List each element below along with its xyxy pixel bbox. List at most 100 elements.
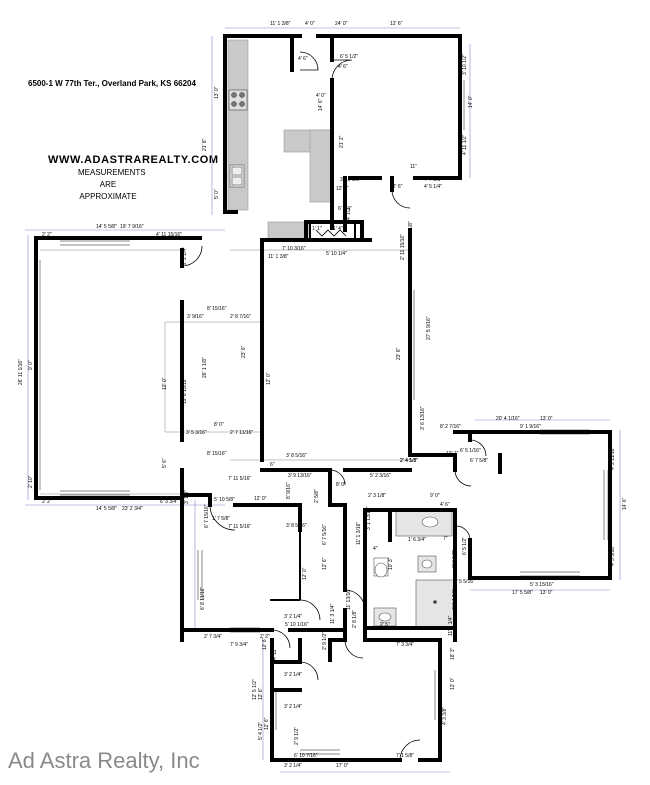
dim-label: 10' 3" — [388, 557, 394, 570]
dim-label: 9' 0" — [28, 360, 34, 370]
dim-label: 2' 3 5/8" — [452, 550, 458, 568]
dim-label: 3' 10 1/2" — [462, 54, 468, 75]
dim-label: 4' 2 11/16" — [610, 447, 616, 470]
dim-label: 2' 4 5/8" — [400, 458, 418, 464]
dim-label: 2' 11 15/16" — [400, 234, 406, 260]
dim-label: 6' 5 1/16" — [452, 589, 458, 610]
dim-label: 12' 6" — [258, 687, 264, 700]
dim-label: 8' 9/16" — [286, 482, 292, 499]
dim-label: 5' 0" — [214, 189, 220, 199]
dim-label: 14' 0" — [468, 95, 474, 108]
dim-label: 21' 2" — [339, 135, 345, 148]
dim-label: 7' 3 3/4" — [396, 642, 414, 648]
dim-label: 20' 4 1/16" — [496, 416, 520, 422]
dim-label: 7' 11 5/16" — [228, 524, 251, 530]
dim-label: 6' 7 5/8" — [470, 458, 488, 464]
dim-label: 3' 5 3/16" — [186, 430, 207, 436]
dim-label: 2' 3 1/8" — [368, 493, 386, 499]
dim-label: 14' 6" — [318, 98, 324, 111]
dim-label: 6' 7 5/16" — [322, 524, 328, 545]
dim-label: 7' 10 3/16" — [282, 246, 306, 252]
dim-label: 11' 13/16" — [346, 588, 352, 610]
dim-label: 4' 6" — [298, 56, 308, 62]
dim-label: 5' 10 1/4" — [326, 251, 347, 257]
dimension-labels: 11' 1 3/8" 4' 0" 24' 0" 12' 6" 21' 8" 13… — [18, 21, 628, 769]
dim-label: 14' 5 5/8" — [96, 224, 117, 230]
dim-label: 12' 0" — [302, 567, 308, 580]
dim-label: 6' 3 3/4" — [160, 499, 178, 505]
dim-label: 6' 1/4" — [338, 206, 352, 212]
dim-label: 8' 0" — [336, 482, 346, 488]
dim-label: 3' 9/16" — [187, 314, 204, 320]
dim-label: 11' 1 1/4" — [448, 615, 454, 636]
dim-label: 17' 0" — [336, 763, 349, 769]
dim-label: 2' 2" — [42, 232, 52, 238]
dim-label: 1' 7 5/8" — [212, 516, 230, 522]
dim-label: 12' 0" — [266, 372, 272, 385]
dim-label: 5' 10 1/16" — [285, 622, 309, 628]
dim-label: 11' 3 1/4" — [330, 603, 336, 624]
dim-label: 12' 6" — [262, 637, 268, 650]
dim-label: 1' 4" — [333, 226, 343, 232]
dim-label: 2' 7 11/16" — [230, 430, 253, 436]
dim-label: 2' 8 7/16" — [230, 314, 251, 320]
dim-label: 7' 1 5/8" — [396, 753, 414, 759]
dim-label: 3' 1/8" — [184, 490, 190, 504]
dim-label: 9' 1 9/16" — [520, 424, 541, 430]
dim-label: 14' 5 5/8" — [96, 506, 117, 512]
dim-label: 3' 8 5/16" — [286, 523, 307, 529]
dim-label: 12' 1" — [336, 186, 349, 192]
dim-label: 19' 8 13/16" — [182, 377, 188, 404]
dim-label: 2' 4 1/8" — [400, 458, 418, 464]
dim-label: 4' 1/2" — [346, 206, 352, 220]
watermark-text: Ad Astra Realty, Inc — [8, 748, 200, 773]
dim-label: 12' 11 1/16" — [180, 549, 186, 575]
dim-label: 11' 1 3/8" — [268, 254, 289, 260]
dim-label: 4' 3 3/8" — [442, 707, 448, 725]
dim-label: 11' 1 3/8" — [270, 21, 291, 27]
dim-label: 3' 1 13/16" — [366, 506, 372, 530]
dim-label: 17' 5 5/8" — [512, 590, 533, 596]
dim-label: 3' 10 3/8" — [340, 177, 361, 183]
dim-label: 6' 5 1/2" — [340, 54, 358, 60]
dim-label: 24' 0" — [335, 21, 348, 27]
dim-label: 12' 0" — [162, 377, 168, 390]
door-swings — [181, 51, 487, 761]
dim-label: 2' 7 3/4" — [204, 634, 222, 640]
dim-label: 21' 8" — [202, 138, 208, 151]
sink-icon — [229, 164, 245, 188]
dim-label: 2' 10" — [28, 475, 34, 488]
dim-label: 2' 5" — [380, 622, 390, 628]
disclaimer-line-2: ARE — [99, 180, 117, 189]
dim-label: 3' 2 1/4" — [284, 763, 302, 769]
dim-label: 3' 8 5/16" — [286, 453, 307, 459]
dim-label: 7' 9 3/4" — [230, 642, 248, 648]
dim-label: 8' 2 7/16" — [440, 424, 461, 430]
dim-label: 12' 6" — [390, 21, 403, 27]
dim-label: 1' 6 3/4" — [408, 537, 426, 543]
thin-walls — [270, 222, 356, 601]
dim-label: 4' 6" — [440, 502, 450, 508]
dim-label: 2' 2" — [260, 634, 270, 640]
dim-label: 26' 11 1/16" — [18, 359, 24, 385]
dim-label: 3' 2 1/4" — [284, 614, 302, 620]
dim-label: 6' 7 15/16" — [204, 504, 210, 528]
bath-fixtures — [373, 509, 455, 629]
website-label: WWW.ADASTRAREALTY.COM — [48, 154, 219, 166]
dim-label: 8' 0" — [214, 422, 224, 428]
dim-label: 23' 6" — [241, 345, 247, 358]
interior-guides — [40, 249, 410, 495]
dim-label: 27' 5 9/16" — [426, 316, 432, 340]
dim-label: 3' 6 13/16" — [420, 406, 426, 430]
dimension-lines — [25, 27, 621, 773]
dim-label: 2' 2 1/4" — [182, 247, 188, 265]
dim-label: 8' 1/8" — [408, 221, 414, 235]
dim-label: 5' 4 1/2" — [258, 722, 264, 740]
dim-label: 5' 6" — [162, 458, 168, 468]
dim-label: 3' 2 1/4" — [284, 672, 302, 678]
dim-label: 2' 9 1/2" — [322, 632, 328, 650]
dim-label: 6' 10 7/16" — [294, 753, 318, 759]
dim-label: 23' 6" — [396, 347, 402, 360]
dim-label: 12' 6" — [322, 557, 328, 570]
